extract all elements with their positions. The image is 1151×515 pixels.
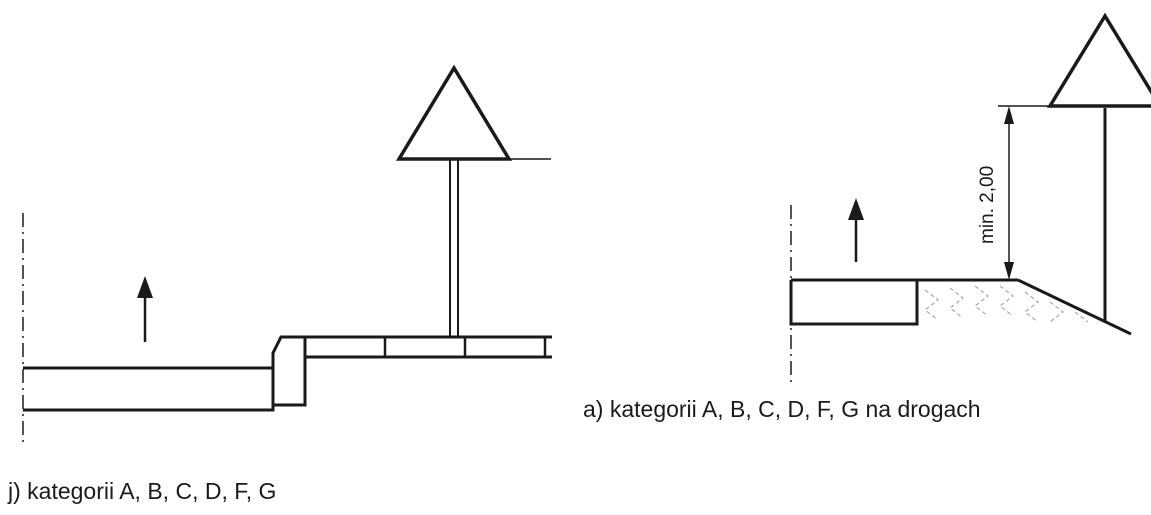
carriageway-right xyxy=(789,278,1018,326)
sign-post-left xyxy=(449,160,459,337)
caption-figure-j: j) kategorii A, B, C, D, F, G xyxy=(8,478,277,504)
carriageway-left xyxy=(23,366,275,412)
dimension-min-height xyxy=(1004,106,1014,280)
embankment-slope xyxy=(1017,278,1132,336)
warning-sign-triangle-left xyxy=(395,64,513,161)
dimension-label: min. 2,00 xyxy=(977,166,998,244)
direction-arrow-right xyxy=(848,198,864,262)
figure-j xyxy=(22,64,552,442)
shoulder-hatch xyxy=(924,285,1089,323)
sidewalk-left xyxy=(305,335,552,359)
figure-a: min. 2,00 xyxy=(789,12,1151,382)
curb xyxy=(271,335,307,407)
direction-arrow-left xyxy=(137,276,153,342)
caption-figure-a: a) kategorii A, B, C, D, F, G na drogach xyxy=(583,396,981,422)
warning-sign-triangle-right xyxy=(1046,12,1151,108)
